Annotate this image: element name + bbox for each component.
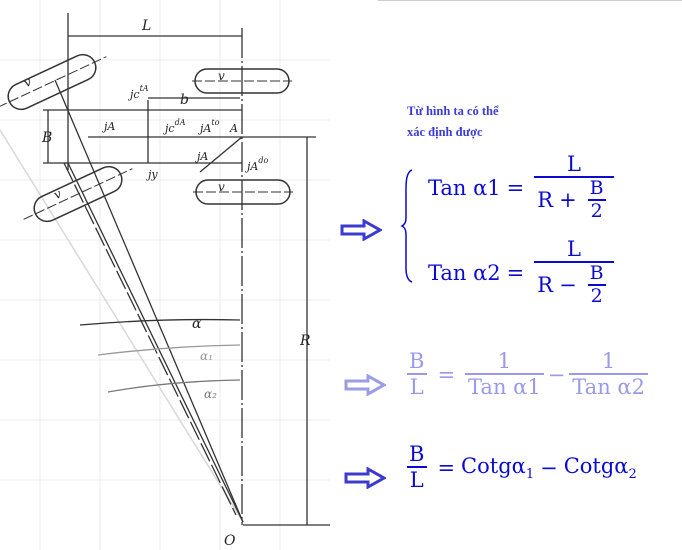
eq2-lhs: Tan α2 xyxy=(428,260,501,285)
numerator: L xyxy=(566,237,581,261)
kingpin-line-1 xyxy=(54,79,244,523)
wheel-bottom-right xyxy=(193,179,293,205)
numerator: 1 xyxy=(497,349,512,373)
right-arrow-icon xyxy=(340,219,382,241)
label-B: B xyxy=(41,130,52,146)
denominator: L xyxy=(406,373,427,399)
label-R: R xyxy=(299,333,311,349)
equals-sign: = xyxy=(506,175,525,200)
minus-sign: − xyxy=(547,362,566,387)
plus-sign: + xyxy=(559,188,577,213)
eq1-lhs: Tan α1 xyxy=(428,175,501,200)
grid-background xyxy=(0,0,330,550)
note-line-1: Từ hình ta có thể xyxy=(407,104,499,118)
right-arrow-icon xyxy=(344,374,386,396)
numerator: B xyxy=(589,262,604,285)
top-border-line xyxy=(378,0,682,1)
label-jA-do: jAdo xyxy=(244,156,268,173)
equals-sign: = xyxy=(437,362,456,387)
note-line-2: xác định được xyxy=(407,125,483,139)
faint-diagonal xyxy=(0,129,244,523)
cotg-alpha2: Cotgα2 xyxy=(564,454,637,482)
den-R: R xyxy=(537,273,554,298)
kingpin-line-2 xyxy=(67,162,244,523)
label-jA-left: jA xyxy=(101,120,115,133)
label-O: O xyxy=(224,533,236,549)
subscript: 2 xyxy=(628,466,637,482)
label-alpha: α xyxy=(192,316,202,332)
den-R: R xyxy=(537,188,554,213)
label-jc-tA: jctA xyxy=(127,84,149,101)
steering-geometry-diagram: L b B A R O α α₁ α₂ v v v v jctA jcdA jA… xyxy=(0,0,330,550)
denominator: 2 xyxy=(587,198,606,223)
denominator: 2 xyxy=(587,283,606,308)
subscript: 1 xyxy=(525,466,535,482)
wheel-bottom-left xyxy=(23,165,133,223)
label-L: L xyxy=(141,18,151,34)
label-jc-dA: jcdA xyxy=(162,118,186,135)
minus-sign: − xyxy=(540,455,558,480)
cotg-text: Cotgα xyxy=(563,453,629,478)
label-alpha2: α₂ xyxy=(204,387,217,401)
label-b: b xyxy=(180,92,189,108)
minus-sign: − xyxy=(559,273,577,298)
label-alpha1: α₁ xyxy=(200,349,213,363)
label-jy: jy xyxy=(145,168,158,181)
wheel-top-left xyxy=(0,53,107,111)
wheel-top-right xyxy=(192,68,292,94)
left-brace xyxy=(400,169,413,283)
denominator: L xyxy=(406,466,427,492)
numerator: B xyxy=(409,442,425,466)
label-v: v xyxy=(218,180,225,194)
equals-sign: = xyxy=(506,260,525,285)
label-v: v xyxy=(51,186,63,202)
numerator: B xyxy=(589,177,604,200)
denominator: Tan α2 xyxy=(569,373,648,399)
label-v: v xyxy=(218,69,225,83)
label-jA-diag: jA xyxy=(194,150,208,163)
equals-sign: = xyxy=(437,455,456,480)
denominator: Tan α1 xyxy=(465,373,544,399)
right-arrow-icon xyxy=(344,467,386,489)
cotg-text: Cotgα xyxy=(461,453,526,478)
numerator: L xyxy=(566,152,581,176)
label-jA-to: jAto xyxy=(197,118,220,135)
numerator: 1 xyxy=(601,349,616,373)
label-A: A xyxy=(229,122,238,135)
cotg-alpha1: Cotgα1 xyxy=(461,454,534,482)
numerator: B xyxy=(409,349,425,373)
